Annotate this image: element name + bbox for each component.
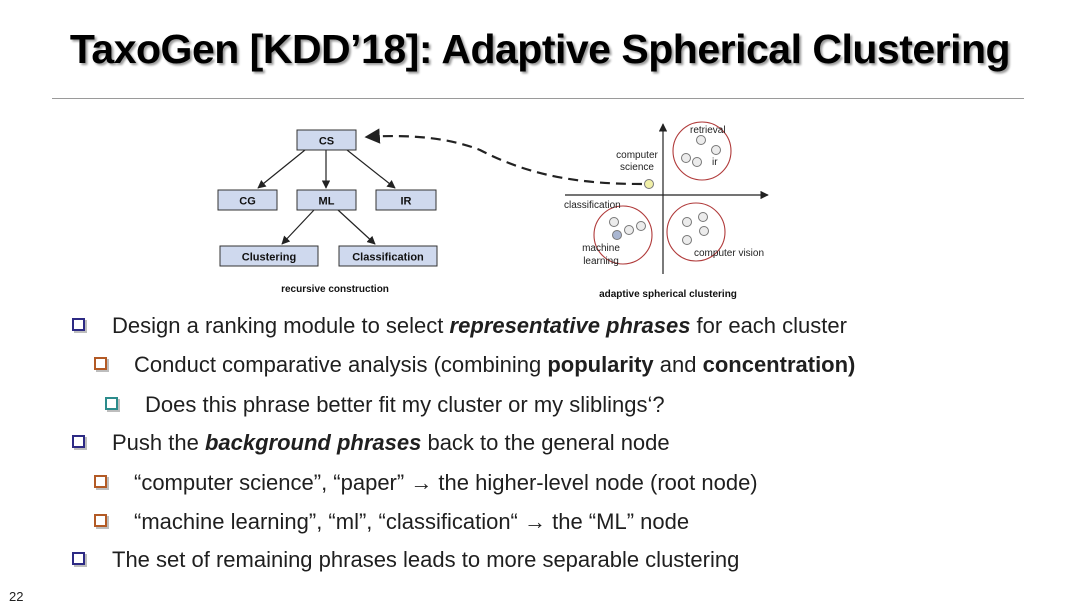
cv-point [682,235,692,245]
label-science: science [620,162,654,173]
bullet-marker [94,514,107,527]
bullet-marker [94,475,107,488]
taxonomy-tree: CS CG ML IR Clustering Classification re… [217,129,438,295]
node-classification-label: Classification [352,252,424,264]
edge-ml-clustering [281,209,315,245]
node-clustering-label: Clustering [242,252,296,264]
ml-point [636,221,646,231]
edge-cs-cg [257,149,306,189]
cluster-cv-ring [666,202,726,262]
bullet-text: Conduct comparative analysis (combining … [134,352,856,377]
taxogen-figure: CS CG ML IR Clustering Classification re… [217,121,769,300]
node-cs-box [296,129,357,151]
bullet-text: “machine learning”, “ml”, “classificatio… [134,509,690,534]
ml-point [624,225,634,235]
bullet-text: “computer science”, “paper” → the higher… [134,470,758,495]
cv-point [698,212,708,222]
cluster-ir-ring [672,121,732,181]
bullet-marker [72,435,85,448]
node-ir-label: IR [401,196,412,208]
cv-cluster-points [682,212,709,245]
ml-point [609,217,619,227]
bullet-text: Push the background phrases back to the … [112,430,670,455]
cluster-ml-ring [593,205,653,265]
bullet-marker [105,397,118,410]
node-ml-label: ML [319,196,335,208]
node-classification-box [338,245,438,267]
ir-point [692,157,702,167]
title-divider [52,98,1024,99]
label-classification: classification [564,200,621,211]
cv-point [682,217,692,227]
label-machine: machine [582,243,620,254]
cluster-plot: retrieval ir computer science classifica… [564,121,769,300]
node-ml-box [296,189,357,211]
ml-point-highlight [612,230,622,240]
tree-caption: recursive construction [281,284,389,295]
node-cg-label: CG [239,196,256,208]
ir-point [681,153,691,163]
page-number: 22 [9,589,24,604]
bullet-marker [72,552,85,565]
label-ir: ir [712,157,718,168]
bullet-text: Does this phrase better fit my cluster o… [145,392,665,417]
bullet-marker [72,318,85,331]
plot-caption: adaptive spherical clustering [599,289,737,300]
bullet-text: The set of remaining phrases leads to mo… [112,547,740,572]
label-learning: learning [583,256,619,267]
slide-title: TaxoGen [KDD’18]: Adaptive Spherical Clu… [69,26,1011,72]
node-clustering-box [219,245,319,267]
ir-cluster-points [681,135,721,167]
label-retrieval: retrieval [690,125,726,136]
label-computer: computer [616,150,658,161]
edge-cs-ir [346,149,396,189]
label-computer-vision: computer vision [694,248,764,259]
ir-point [696,135,706,145]
node-cg-box [217,189,278,211]
ir-point [711,145,721,155]
edge-ml-classification [337,209,376,245]
node-cs-label: CS [319,136,334,148]
bullet-text: Design a ranking module to select repres… [112,313,847,338]
bullet-marker [94,357,107,370]
cv-point [699,226,709,236]
ml-cluster-points [609,217,646,240]
computer-science-point [644,179,654,189]
node-ir-box [375,189,437,211]
dashed-link-arrow [364,128,643,186]
